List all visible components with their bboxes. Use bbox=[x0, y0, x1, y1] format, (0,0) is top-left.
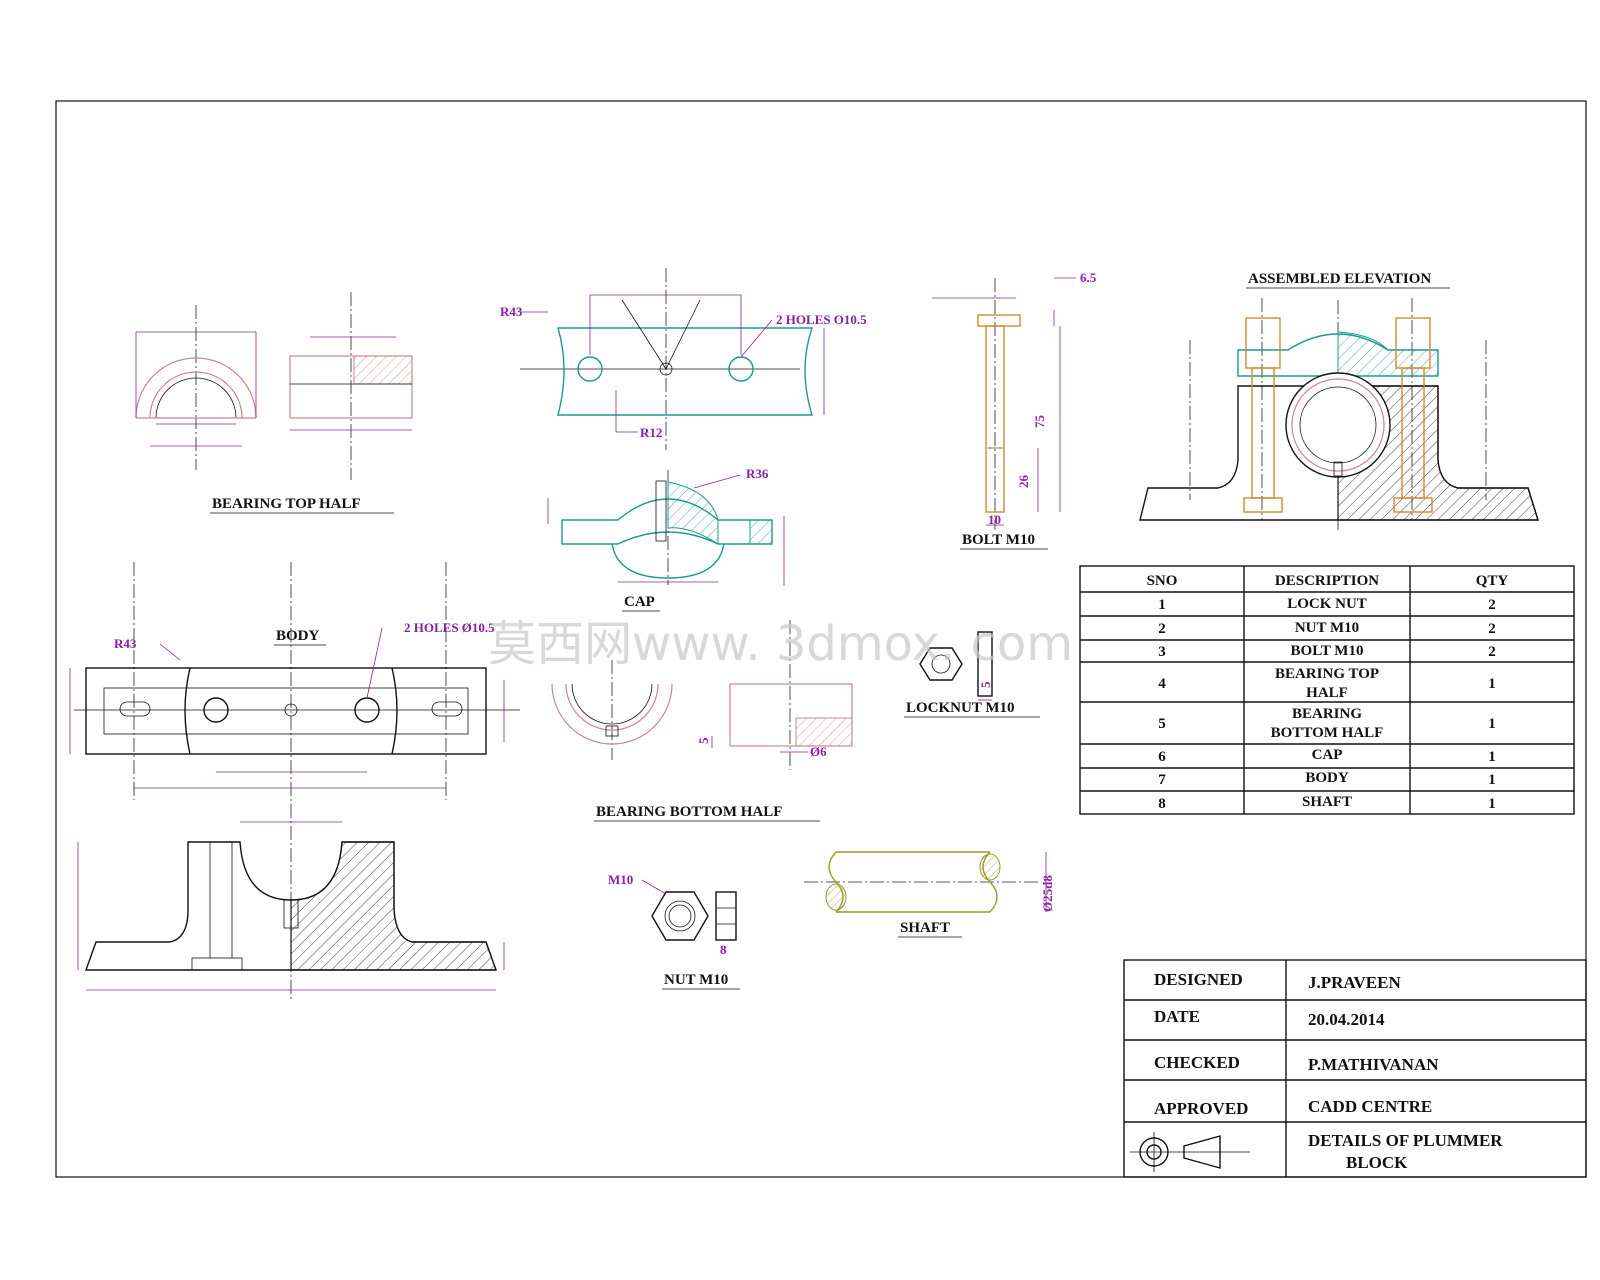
table-row-desc: SHAFT bbox=[1302, 794, 1352, 810]
dim-cap-r43: R43 bbox=[500, 304, 523, 319]
table-row-qty: 1 bbox=[1488, 716, 1496, 732]
parts-table: SNO DESCRIPTION QTY 1 LOCK NUT 2 2 NUT M… bbox=[1079, 565, 1575, 815]
locknut-view: 5 LOCKNUT M10 bbox=[904, 631, 1040, 718]
dim-body-holes: 2 HOLES Ø10.5 bbox=[404, 620, 495, 635]
table-row-desc: BEARING TOP bbox=[1275, 666, 1379, 682]
table-row-desc: BOLT M10 bbox=[1291, 643, 1364, 659]
table-row-qty: 1 bbox=[1488, 796, 1496, 812]
table-row-sno: 2 bbox=[1158, 621, 1166, 637]
table-row-sno: 7 bbox=[1158, 772, 1166, 788]
label-bearing-bottom-half: BEARING BOTTOM HALF bbox=[596, 804, 782, 820]
dim-nut-m10: M10 bbox=[608, 872, 633, 887]
cap-front-view: R36 CAP bbox=[547, 466, 785, 612]
label-bolt: BOLT M10 bbox=[962, 532, 1035, 548]
table-row-desc: NUT M10 bbox=[1295, 620, 1359, 636]
tb-checked-label: CHECKED bbox=[1154, 1053, 1240, 1072]
table-header-sno: SNO bbox=[1147, 573, 1178, 589]
table-row-desc: BODY bbox=[1305, 770, 1349, 786]
dim-bbh-d6: Ø6 bbox=[810, 744, 827, 759]
dim-bolt-6-5: 6.5 bbox=[1080, 270, 1097, 285]
dim-cap-holes: 2 HOLES O10.5 bbox=[776, 312, 867, 327]
table-row-desc-2: HALF bbox=[1306, 685, 1348, 701]
bearing-top-half-view: BEARING TOP HALF bbox=[135, 292, 413, 514]
tb-designed-label: DESIGNED bbox=[1154, 970, 1243, 989]
label-assembled-elevation: ASSEMBLED ELEVATION bbox=[1248, 271, 1431, 287]
label-body: BODY bbox=[276, 628, 320, 644]
nut-view: M10 8 NUT M10 bbox=[608, 872, 740, 990]
dim-bolt-10: 10 bbox=[988, 512, 1001, 527]
shaft-view: Ø25d8 SHAFT bbox=[804, 851, 1055, 938]
sheet-border bbox=[55, 100, 1587, 1178]
table-row-qty: 1 bbox=[1488, 676, 1496, 692]
label-nut: NUT M10 bbox=[664, 972, 728, 988]
watermark: 莫西网www. 3dmox. com bbox=[488, 616, 1073, 672]
table-row-desc-2: BOTTOM HALF bbox=[1271, 725, 1384, 741]
dim-bolt-26: 26 bbox=[1016, 475, 1031, 489]
projection-symbol-icon bbox=[1130, 1132, 1250, 1172]
tb-date-label: DATE bbox=[1154, 1007, 1200, 1026]
table-row-qty: 2 bbox=[1488, 621, 1496, 637]
dim-bbh-5: 5 bbox=[696, 737, 711, 744]
table-row-desc: BEARING bbox=[1292, 706, 1362, 722]
table-row-desc: CAP bbox=[1312, 747, 1343, 763]
dim-body-r43: R43 bbox=[114, 636, 137, 651]
tb-title-line2: BLOCK bbox=[1346, 1153, 1408, 1172]
table-row-qty: 1 bbox=[1488, 772, 1496, 788]
dim-locknut-5: 5 bbox=[978, 681, 993, 688]
dim-bolt-75: 75 bbox=[1032, 415, 1047, 429]
label-bearing-top-half: BEARING TOP HALF bbox=[212, 496, 361, 512]
table-row-desc: LOCK NUT bbox=[1287, 596, 1367, 612]
table-row-sno: 5 bbox=[1158, 716, 1166, 732]
table-row-qty: 2 bbox=[1488, 644, 1496, 660]
label-shaft: SHAFT bbox=[900, 920, 950, 936]
label-cap: CAP bbox=[624, 594, 655, 610]
table-row-qty: 2 bbox=[1488, 597, 1496, 613]
bolt-view: 6.5 75 26 10 BOLT M10 bbox=[932, 270, 1097, 550]
dim-cap-r36: R36 bbox=[746, 466, 769, 481]
tb-approved-label: APPROVED bbox=[1154, 1099, 1248, 1118]
bearing-bottom-half-view: 5 Ø6 BEARING BOTTOM HALF bbox=[551, 620, 853, 822]
table-row-sno: 3 bbox=[1158, 644, 1166, 660]
dim-nut-8: 8 bbox=[720, 942, 727, 957]
table-row-qty: 1 bbox=[1488, 749, 1496, 765]
body-elevation-view bbox=[77, 821, 505, 991]
table-row-sno: 4 bbox=[1158, 676, 1166, 692]
tb-designed-value: J.PRAVEEN bbox=[1308, 973, 1401, 992]
tb-title-line1: DETAILS OF PLUMMER bbox=[1308, 1131, 1503, 1150]
dim-shaft-dia: Ø25d8 bbox=[1040, 875, 1055, 912]
tb-checked-value: P.MATHIVANAN bbox=[1308, 1055, 1439, 1074]
table-row-sno: 1 bbox=[1158, 597, 1166, 613]
tb-date-value: 20.04.2014 bbox=[1308, 1010, 1385, 1029]
table-row-sno: 6 bbox=[1158, 749, 1166, 765]
assembled-elevation-view: ASSEMBLED ELEVATION bbox=[1139, 271, 1539, 530]
dim-cap-r12: R12 bbox=[640, 425, 662, 440]
label-locknut: LOCKNUT M10 bbox=[906, 700, 1014, 716]
cap-top-view: R43 2 HOLES O10.5 R12 bbox=[500, 268, 867, 450]
table-row-sno: 8 bbox=[1158, 796, 1166, 812]
table-header-qty: QTY bbox=[1476, 573, 1509, 589]
title-block: DESIGNED J.PRAVEEN DATE 20.04.2014 CHECK… bbox=[1123, 959, 1587, 1178]
table-header-description: DESCRIPTION bbox=[1275, 573, 1379, 589]
tb-approved-value: CADD CENTRE bbox=[1308, 1097, 1432, 1116]
